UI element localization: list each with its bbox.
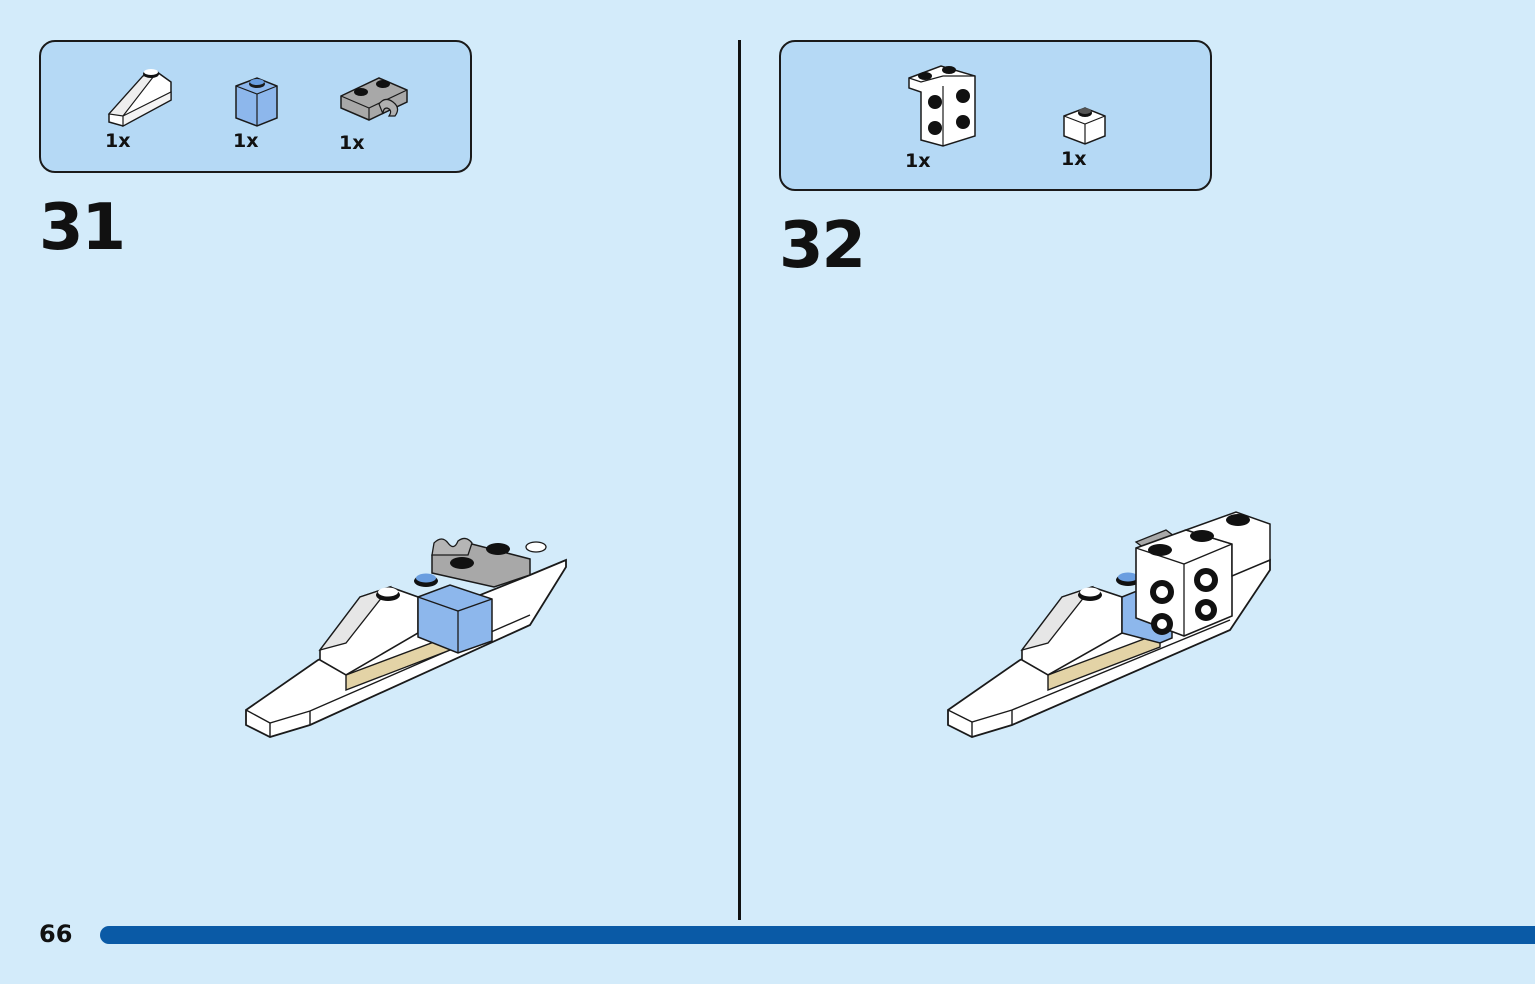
- white-slope-brick-icon: [107, 69, 172, 128]
- step-number: 31: [39, 191, 126, 265]
- white-bracket-brick-icon: [908, 65, 976, 147]
- part-quantity: 1x: [105, 130, 131, 152]
- step-31-model-illustration: [245, 537, 567, 738]
- step-32-model-illustration: [947, 511, 1271, 738]
- step-number: 32: [779, 209, 866, 283]
- part-item: 1x: [339, 70, 411, 154]
- gray-clip-plate-icon: [340, 77, 408, 121]
- part-quantity: 1x: [233, 130, 259, 152]
- part-quantity: 1x: [1061, 148, 1087, 170]
- part-quantity: 1x: [905, 150, 931, 172]
- part-item: 1x: [1061, 100, 1107, 170]
- part-quantity: 1x: [339, 132, 365, 154]
- page-divider: [738, 40, 741, 920]
- page-number: 66: [39, 920, 73, 948]
- part-item: 1x: [105, 64, 175, 152]
- blue-1x1-brick-icon: [235, 77, 278, 127]
- part-item: 1x: [905, 62, 979, 172]
- progress-bar: [100, 926, 1535, 944]
- part-item: 1x: [233, 72, 279, 152]
- progress-bar-fill: [100, 926, 1535, 944]
- white-1x1-plate-icon: [1063, 107, 1106, 145]
- parts-list-step-31: 1x 1x 1x: [39, 40, 472, 173]
- parts-list-step-32: 1x 1x: [779, 40, 1212, 191]
